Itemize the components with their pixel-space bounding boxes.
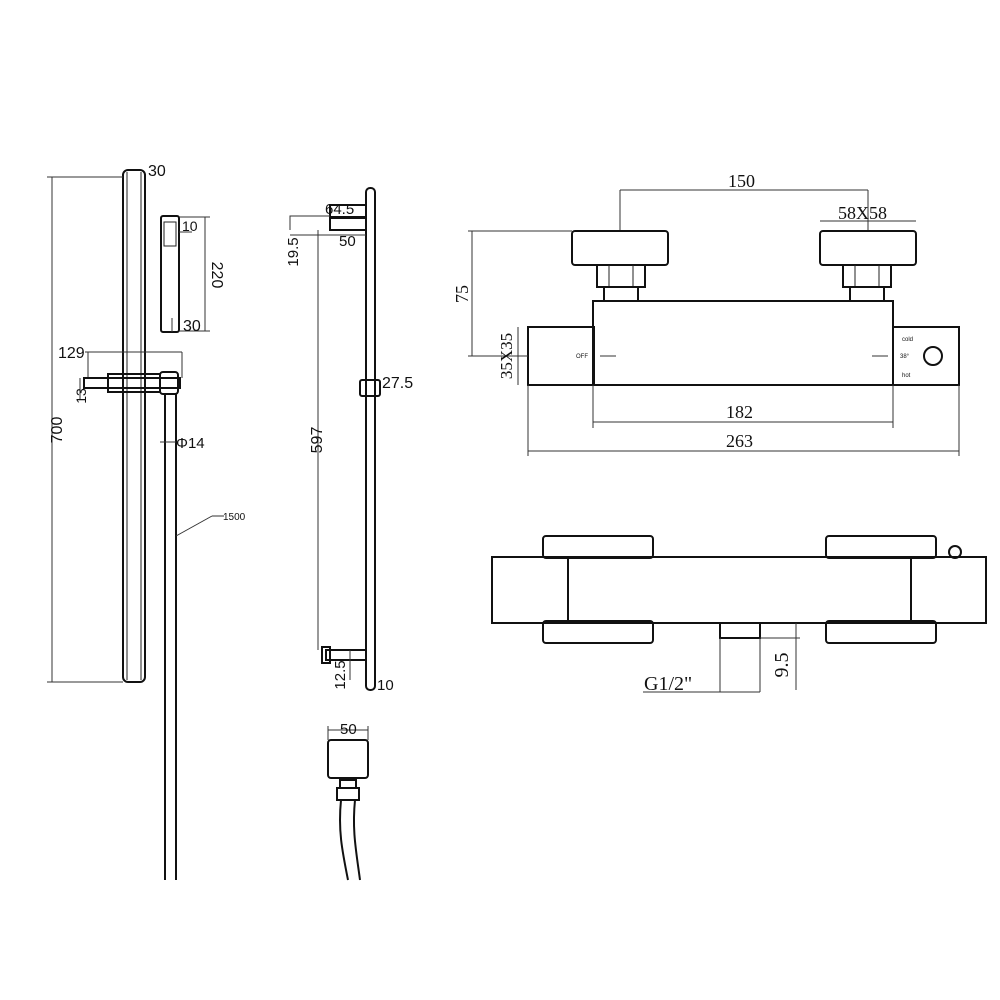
valve-height-label: 75 [452, 285, 472, 303]
flange-size-label: 58X58 [838, 203, 887, 223]
holder-length-label: 129 [58, 345, 85, 362]
bottom-bracket-label: 12.5 [332, 660, 349, 689]
wall-elbow: 50 [327, 721, 369, 881]
overall-length-label: 263 [726, 431, 753, 451]
bracket-spacing-label: 597 [309, 427, 326, 454]
valve-cold-label: cold [902, 337, 913, 343]
hose-length-label: 1500 [223, 512, 246, 523]
body-length-label: 182 [726, 402, 753, 422]
holder: 129 13 [58, 345, 183, 404]
inlet-spacing-label: 150 [728, 171, 755, 191]
slider-height-label: 27.5 [382, 375, 413, 392]
valve-hot-label: hot [902, 373, 911, 379]
valve-off-label: OFF [576, 354, 588, 360]
rail-width-label: 30 [148, 163, 166, 180]
outlet-thread-label: G1/2" [644, 673, 692, 695]
top-bracket-height-label: 19.5 [285, 237, 302, 266]
rail-front-view: 700 30 10 220 30 129 13 [47, 163, 246, 880]
top-bracket-offset-label: 50 [339, 233, 356, 250]
valve-temp-label: 38° [900, 354, 910, 360]
elbow-width-label: 50 [340, 721, 357, 738]
rail-bar [122, 169, 146, 683]
valve-front-view: 9.5 G1/2" [491, 535, 987, 695]
rail-length-label: 700 [49, 417, 66, 444]
handset: 10 220 30 [160, 215, 225, 335]
valve-top-view: 150 58X58 OFF cold 38° hot 75 35 [452, 171, 960, 456]
hose-diameter-label: Φ14 [176, 435, 205, 452]
bottom-end-label: 10 [377, 677, 394, 694]
holder-height-label: 13 [73, 388, 89, 404]
handset-length-label: 220 [208, 262, 225, 289]
handset-width-label: 30 [183, 318, 201, 335]
outlet-length-label: 9.5 [771, 653, 793, 678]
hose: Φ14 1500 [160, 394, 246, 880]
rail-side-view: 64.5 50 19.5 597 27.5 12.5 10 [285, 187, 413, 694]
top-bracket-depth-label: 64.5 [325, 201, 354, 218]
handset-top-label: 10 [182, 218, 198, 234]
body-section-label: 35X35 [497, 333, 516, 379]
